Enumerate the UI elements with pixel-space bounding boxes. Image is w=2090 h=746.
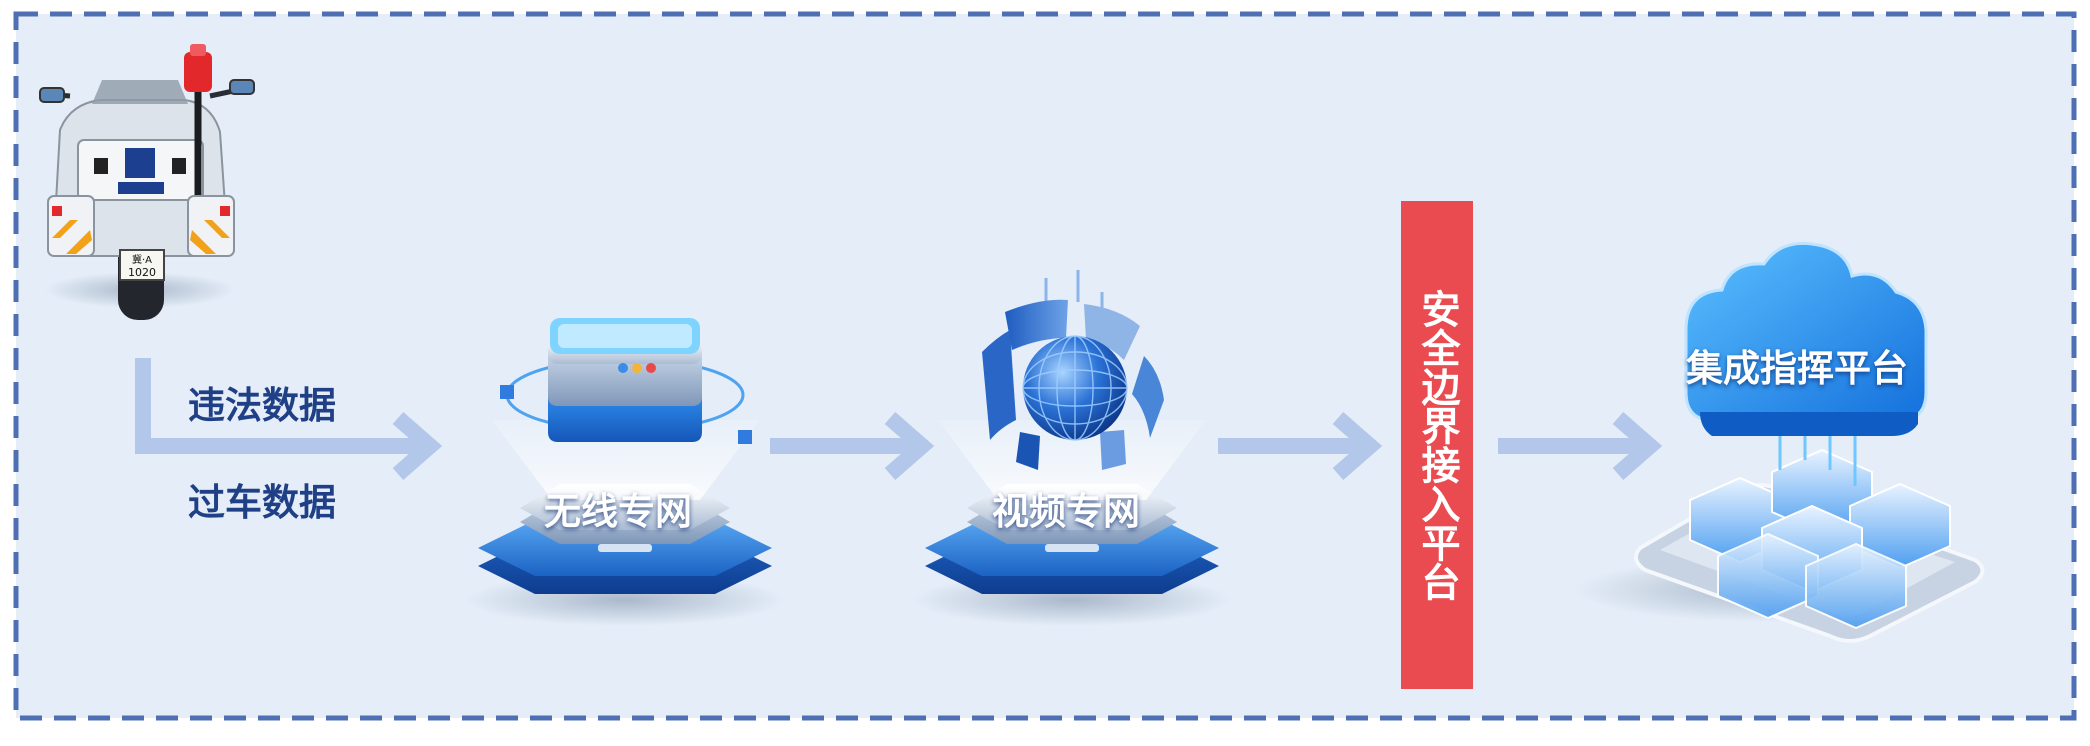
arrow-video-security-head [1332, 411, 1383, 481]
label-integrated-command-platform: 集成指挥平台 [1686, 347, 1908, 390]
label-security-boundary: 安全边界接入平台 [1415, 289, 1460, 601]
wireless-network-node [465, 318, 785, 626]
label-wireless-network: 无线专网 [544, 490, 692, 533]
plate-text-line2: 1020 [128, 266, 156, 279]
source-arrow-line [135, 358, 418, 454]
arrow-security-platform-head [1612, 411, 1663, 481]
flow-arrows [135, 358, 1663, 481]
police-motorcycle-image: 冀·A 1020 [39, 44, 255, 320]
label-passing-vehicle-data: 过车数据 [188, 481, 336, 524]
security-boundary-bar: 安全边界接入平台 [1401, 201, 1473, 689]
label-video-network: 视频专网 [992, 490, 1140, 533]
video-network-node [912, 270, 1232, 626]
source-arrow-head [392, 411, 443, 481]
plate-text-line1: 冀·A [132, 253, 152, 266]
label-violation-data: 违法数据 [188, 384, 336, 427]
command-platform-node [1575, 241, 1985, 643]
arrow-wireless-video-head [884, 411, 935, 481]
